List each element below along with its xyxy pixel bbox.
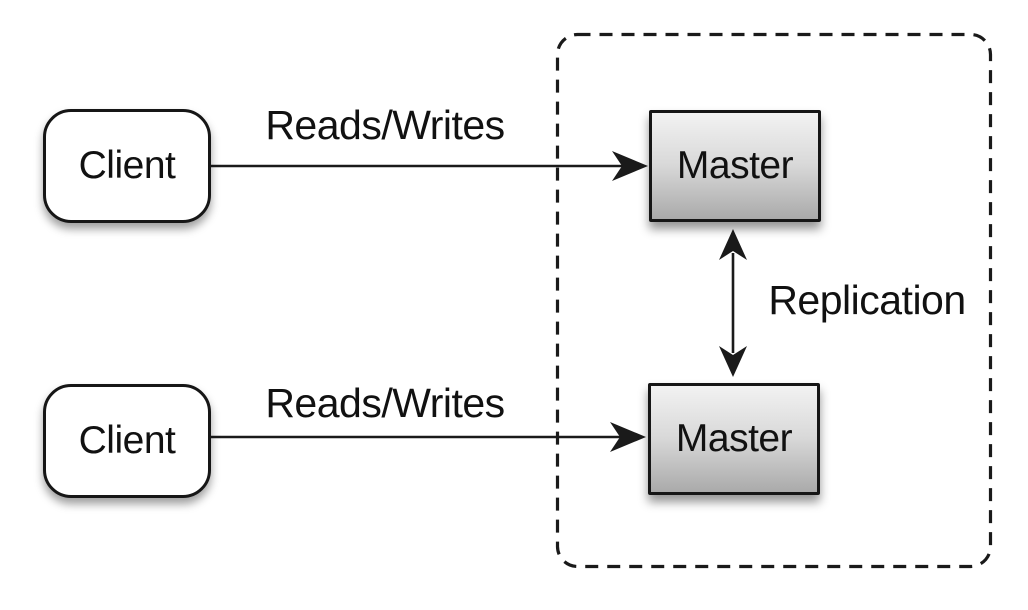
- arrowhead-down-icon: [719, 346, 747, 377]
- edge-label-reads-writes-top: Reads/Writes: [265, 102, 505, 148]
- node-master-bottom: Master: [648, 383, 820, 495]
- node-client-top: Client: [43, 109, 211, 223]
- edge-replication: [719, 229, 747, 377]
- arrowhead-right-icon: [610, 422, 646, 452]
- edge-label-reads-writes-bottom: Reads/Writes: [265, 380, 505, 426]
- master-group-dashed-boundary: [555, 32, 993, 569]
- arrowhead-up-icon: [719, 229, 747, 260]
- node-master-bottom-label: Master: [675, 417, 793, 460]
- node-client-bottom-label: Client: [78, 419, 176, 462]
- arrowhead-right-icon: [612, 151, 648, 181]
- node-client-top-label: Client: [78, 144, 176, 187]
- edge-reads-writes-top: [211, 151, 648, 181]
- node-client-bottom: Client: [43, 384, 211, 498]
- node-master-top: Master: [649, 110, 821, 222]
- edge-reads-writes-bottom: [211, 422, 646, 452]
- edge-label-replication: Replication: [768, 277, 966, 323]
- node-master-top-label: Master: [676, 144, 794, 187]
